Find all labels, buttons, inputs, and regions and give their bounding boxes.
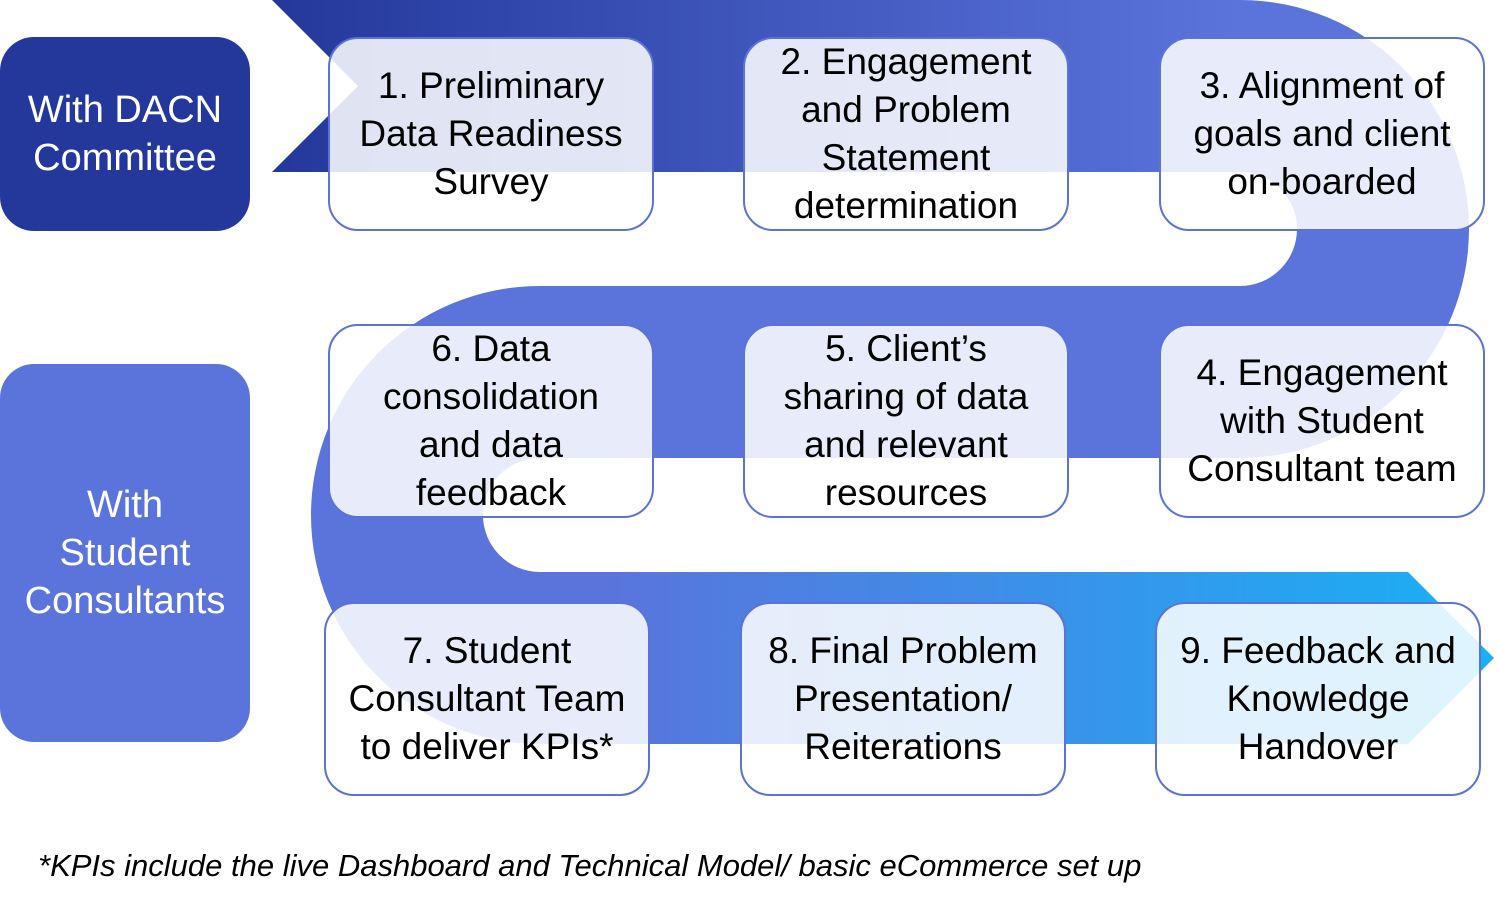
step-9-label: 9. Feedback and Knowledge Handover	[1180, 630, 1456, 767]
step-7-box: 7. Student Consultant Team to deliver KP…	[324, 602, 650, 796]
step-7-label: 7. Student Consultant Team to deliver KP…	[348, 630, 626, 767]
step-1-label: 1. Preliminary Data Readiness Survey	[359, 65, 623, 202]
step-2-label: 2. Engagement and Problem Statement dete…	[780, 41, 1032, 226]
step-4-label: 4. Engagement with Student Consultant te…	[1187, 352, 1457, 489]
step-5-label: 5. Client’s sharing of data and relevant…	[783, 328, 1029, 513]
step-5-box: 5. Client’s sharing of data and relevant…	[743, 324, 1069, 518]
step-6-label: 6. Data consolidation and data feedback	[383, 328, 599, 513]
step-2-box: 2. Engagement and Problem Statement dete…	[743, 37, 1069, 231]
group-label-dacn-committee: With DACN Committee	[0, 37, 250, 231]
step-8-label: 8. Final Problem Presentation/ Reiterati…	[768, 630, 1038, 767]
step-1-box: 1. Preliminary Data Readiness Survey	[328, 37, 654, 231]
step-9-box: 9. Feedback and Knowledge Handover	[1155, 602, 1481, 796]
group-label-student-consultants: With Student Consultants	[0, 364, 250, 742]
step-8-box: 8. Final Problem Presentation/ Reiterati…	[740, 602, 1066, 796]
step-4-box: 4. Engagement with Student Consultant te…	[1159, 324, 1485, 518]
kpi-footnote: *KPIs include the live Dashboard and Tec…	[38, 848, 1142, 883]
step-6-box: 6. Data consolidation and data feedback	[328, 324, 654, 518]
step-3-label: 3. Alignment of goals and client on-boar…	[1193, 65, 1451, 202]
step-3-box: 3. Alignment of goals and client on-boar…	[1159, 37, 1485, 231]
